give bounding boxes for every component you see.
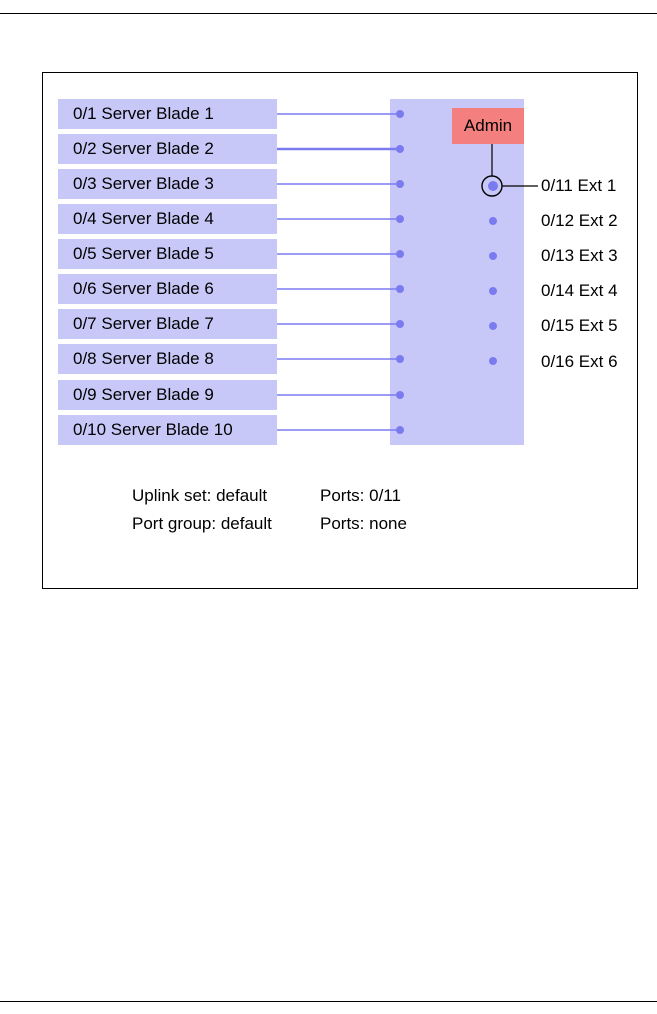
admin-box: Admin: [452, 108, 524, 144]
server-blade-8: 0/8 Server Blade 8: [58, 344, 277, 374]
ext-port-4: 0/14 Ext 4: [541, 281, 618, 300]
page-bottom-rule: [0, 1001, 657, 1002]
ext-port-5: 0/15 Ext 5: [541, 316, 618, 335]
legend-uplink-set: Uplink set: default: [132, 486, 268, 505]
legend-uplink-ports: Ports: 0/11: [320, 486, 401, 505]
legend-port-group: Port group: default: [132, 514, 272, 533]
page-top-rule: [0, 13, 657, 14]
ext-port-2: 0/12 Ext 2: [541, 211, 618, 230]
server-blade-9: 0/9 Server Blade 9: [58, 380, 277, 410]
switch-module: [390, 99, 524, 445]
ext-port-3: 0/13 Ext 3: [541, 246, 618, 265]
server-blade-2: 0/2 Server Blade 2: [58, 134, 277, 164]
server-blade-4: 0/4 Server Blade 4: [58, 204, 277, 234]
legend-port-group-ports: Ports: none: [320, 514, 407, 533]
ext-port-1: 0/11 Ext 1: [541, 176, 617, 195]
server-blade-5: 0/5 Server Blade 5: [58, 239, 277, 269]
server-blade-10: 0/10 Server Blade 10: [58, 415, 277, 445]
server-blade-1: 0/1 Server Blade 1: [58, 99, 277, 129]
server-blade-3: 0/3 Server Blade 3: [58, 169, 277, 199]
server-blade-7: 0/7 Server Blade 7: [58, 309, 277, 339]
diagram-frame: [42, 72, 638, 589]
ext-port-6: 0/16 Ext 6: [541, 352, 618, 371]
server-blade-6: 0/6 Server Blade 6: [58, 274, 277, 304]
